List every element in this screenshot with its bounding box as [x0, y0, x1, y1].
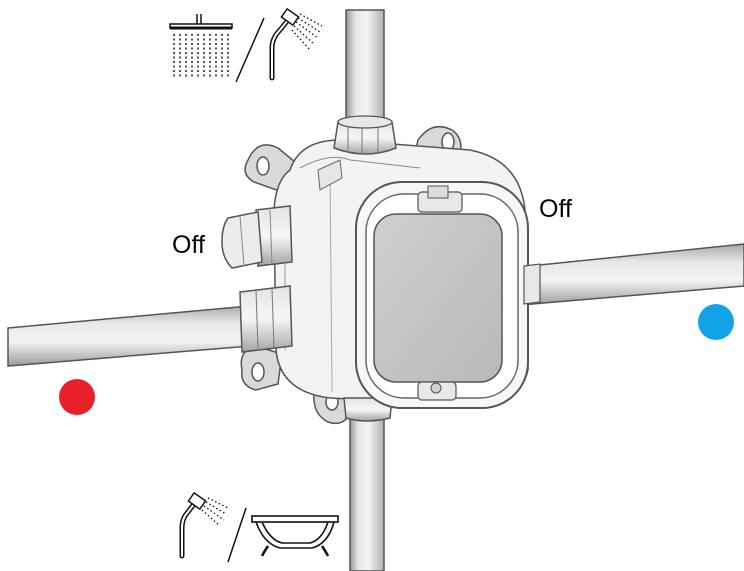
- fitting-left-lower: [239, 285, 293, 353]
- coupling-bottom: [343, 397, 393, 422]
- hand-shower-icon: [179, 491, 229, 559]
- fitting-right: [523, 263, 541, 305]
- separator-top: [235, 17, 265, 83]
- rain-shower-head-icon: [169, 14, 233, 78]
- pipe-right: [519, 243, 744, 306]
- cold-water-indicator: [698, 304, 734, 340]
- hot-water-indicator: [59, 379, 95, 415]
- bathtub-icon: [251, 515, 339, 557]
- pipe-bottom: [349, 404, 385, 571]
- off-label-left: Off: [172, 231, 205, 259]
- front-frame: [355, 181, 529, 409]
- cover-plate: [373, 213, 503, 383]
- pipe-top: [345, 9, 385, 129]
- off-label-right: Off: [539, 195, 572, 223]
- stop-valve-left: [221, 205, 293, 269]
- separator-bottom: [227, 507, 247, 563]
- pipe-left: [7, 304, 263, 367]
- hand-shower-icon: [269, 7, 323, 81]
- coupling-top: [333, 115, 397, 155]
